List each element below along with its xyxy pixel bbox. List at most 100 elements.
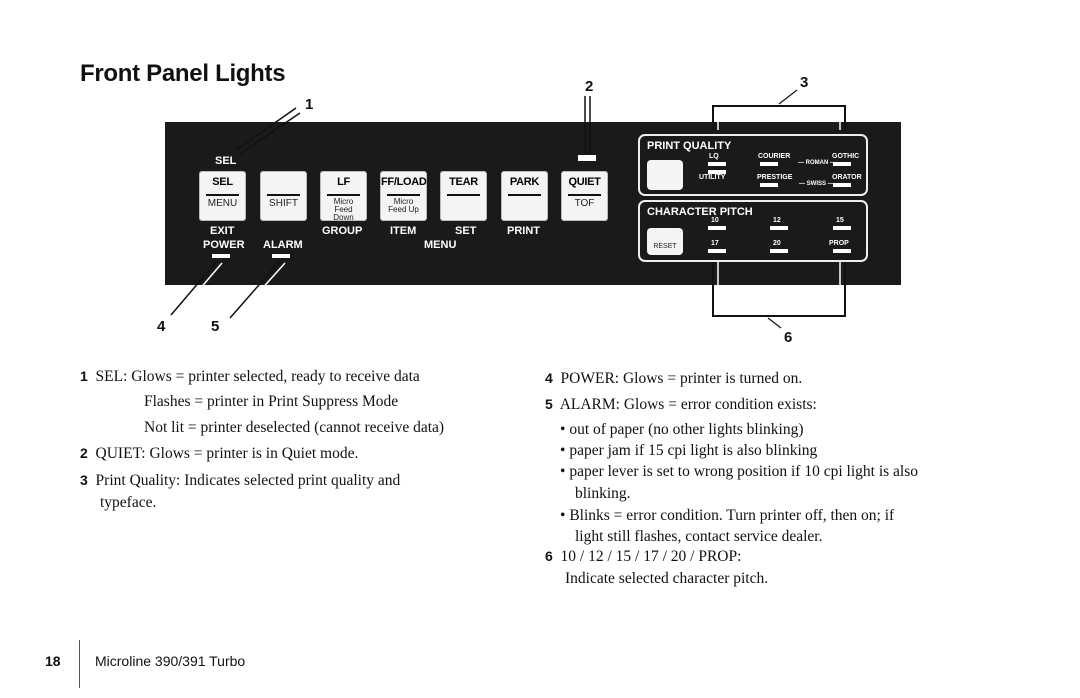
- micro-feed-up-label: Micro Feed Up: [388, 197, 419, 214]
- print-quality-title: PRINT QUALITY: [647, 140, 732, 152]
- item-1-flashes: Flashes = printer in Print Suppress Mode: [144, 393, 399, 410]
- callout-1: 1: [305, 96, 314, 113]
- item-1-not-lit: Not lit = printer deselected (cannot rec…: [144, 419, 445, 436]
- item-2-number: 2: [80, 445, 88, 461]
- item-2-text: QUIET: Glows = printer is in Quiet mode.: [95, 445, 359, 462]
- pitch-17-label: 17: [711, 240, 719, 247]
- shift-key[interactable]: SHIFT: [260, 171, 307, 221]
- item-6-text: 10 / 12 / 15 / 17 / 20 / PROP:: [560, 548, 742, 565]
- item-5-number: 5: [545, 396, 553, 412]
- pitch-10-label: 10: [711, 217, 719, 224]
- item-6-cont: Indicate selected character pitch.: [565, 570, 769, 587]
- ff-load-key[interactable]: FF/LOAD Micro Feed Up: [380, 171, 427, 221]
- park-key-label: PARK: [509, 176, 540, 188]
- exit-label: EXIT: [210, 225, 235, 237]
- item-6-number: 6: [545, 548, 553, 564]
- park-key[interactable]: PARK: [501, 171, 548, 221]
- key-divider: [267, 194, 300, 196]
- pitch-12-label: 12: [773, 217, 781, 224]
- lq-led: [708, 162, 726, 166]
- item-6: 6 10 / 12 / 15 / 17 / 20 / PROP:: [545, 548, 741, 566]
- sel-led-label: SEL: [215, 155, 237, 167]
- bullet-1: • out of paper (no other lights blinking…: [560, 421, 804, 438]
- pitch-10-led: [708, 226, 726, 230]
- roman-label: — ROMAN —: [798, 160, 836, 166]
- pitch-15-led: [833, 226, 851, 230]
- utility-label: UTILITY: [699, 174, 726, 181]
- pitch-15-label: 15: [836, 217, 844, 224]
- item-1-number: 1: [80, 368, 88, 384]
- pitch-17-led: [708, 249, 726, 253]
- prestige-label: PRESTIGE: [757, 174, 793, 181]
- bullet-2: • paper jam if 15 cpi light is also blin…: [560, 442, 818, 459]
- bullet-1-text: out of paper (no other lights blinking): [569, 421, 804, 438]
- sel-key[interactable]: SEL MENU: [199, 171, 246, 221]
- tear-key[interactable]: TEAR: [440, 171, 487, 221]
- key-divider: [387, 194, 420, 196]
- bullet-3-cont: blinking.: [575, 485, 631, 502]
- item-3-number: 3: [80, 472, 88, 488]
- page-title: Front Panel Lights: [80, 60, 286, 87]
- bullet-4: • Blinks = error condition. Turn printer…: [560, 507, 895, 524]
- courier-label: COURIER: [758, 153, 791, 160]
- lf-key[interactable]: LF Micro Feed Down: [320, 171, 367, 222]
- bullet-2-text: paper jam if 15 cpi light is also blinki…: [569, 442, 818, 459]
- footer-title: Microline 390/391 Turbo: [95, 653, 246, 669]
- item-1: 1 SEL: Glows = printer selected, ready t…: [80, 368, 420, 386]
- character-pitch-title: CHARACTER PITCH: [647, 206, 753, 218]
- character-pitch-group: [638, 200, 868, 262]
- quiet-key[interactable]: QUIET TOF: [561, 171, 608, 221]
- callout-6: 6: [784, 329, 793, 346]
- ff-load-key-label: FF/LOAD: [381, 176, 427, 188]
- item-4-number: 4: [545, 370, 553, 386]
- key-divider: [508, 194, 541, 196]
- pitch-prop-label: PROP: [829, 240, 849, 247]
- micro-feed-down-label: Micro Feed Down: [333, 197, 354, 222]
- page-number: 18: [45, 653, 61, 669]
- lq-label: LQ: [709, 153, 719, 160]
- key-divider: [327, 194, 360, 196]
- reset-button[interactable]: RESET: [647, 228, 683, 255]
- pitch-prop-led: [833, 249, 851, 253]
- set-label: SET: [455, 225, 477, 237]
- prestige-led: [760, 183, 778, 187]
- bullet-4-text: Blinks = error condition. Turn printer o…: [569, 507, 895, 524]
- item-1-text: SEL: Glows = printer selected, ready to …: [95, 368, 420, 385]
- quiet-key-label: QUIET: [568, 176, 601, 188]
- gothic-label: GOTHIC: [832, 153, 860, 160]
- group-label: GROUP: [322, 225, 363, 237]
- menu-label: MENU: [424, 239, 457, 251]
- callout-5: 5: [211, 318, 220, 335]
- callout-4: 4: [157, 318, 166, 335]
- item-label: ITEM: [390, 225, 417, 237]
- callout-2: 2: [585, 78, 594, 95]
- callout-3: 3: [800, 74, 809, 91]
- orator-label: ORATOR: [832, 174, 862, 181]
- power-label: POWER: [203, 239, 245, 251]
- print-quality-group: [638, 134, 868, 196]
- shift-key-label: SHIFT: [269, 198, 298, 209]
- item-4-text: POWER: Glows = printer is turned on.: [560, 370, 803, 387]
- item-5: 5 ALARM: Glows = error condition exists:: [545, 396, 817, 414]
- print-quality-button[interactable]: [647, 160, 683, 190]
- bullet-3-text: paper lever is set to wrong position if …: [569, 463, 919, 480]
- menu-key-label: MENU: [207, 198, 238, 209]
- key-divider: [568, 194, 601, 196]
- pitch-12-led: [770, 226, 788, 230]
- swiss-label: — SWISS —: [799, 181, 834, 187]
- utility-led: [708, 170, 726, 174]
- bullet-4-cont: light still flashes, contact service dea…: [575, 528, 823, 545]
- tear-key-label: TEAR: [449, 176, 478, 188]
- alarm-label: ALARM: [263, 239, 303, 251]
- key-divider: [206, 194, 239, 196]
- orator-led: [833, 183, 851, 187]
- sel-key-label: SEL: [212, 176, 233, 188]
- pitch-20-led: [770, 249, 788, 253]
- item-2: 2 QUIET: Glows = printer is in Quiet mod…: [80, 445, 358, 463]
- item-4: 4 POWER: Glows = printer is turned on.: [545, 370, 802, 388]
- courier-led: [760, 162, 778, 166]
- lf-key-label: LF: [337, 176, 350, 188]
- item-3: 3 Print Quality: Indicates selected prin…: [80, 472, 400, 490]
- gothic-led: [833, 162, 851, 166]
